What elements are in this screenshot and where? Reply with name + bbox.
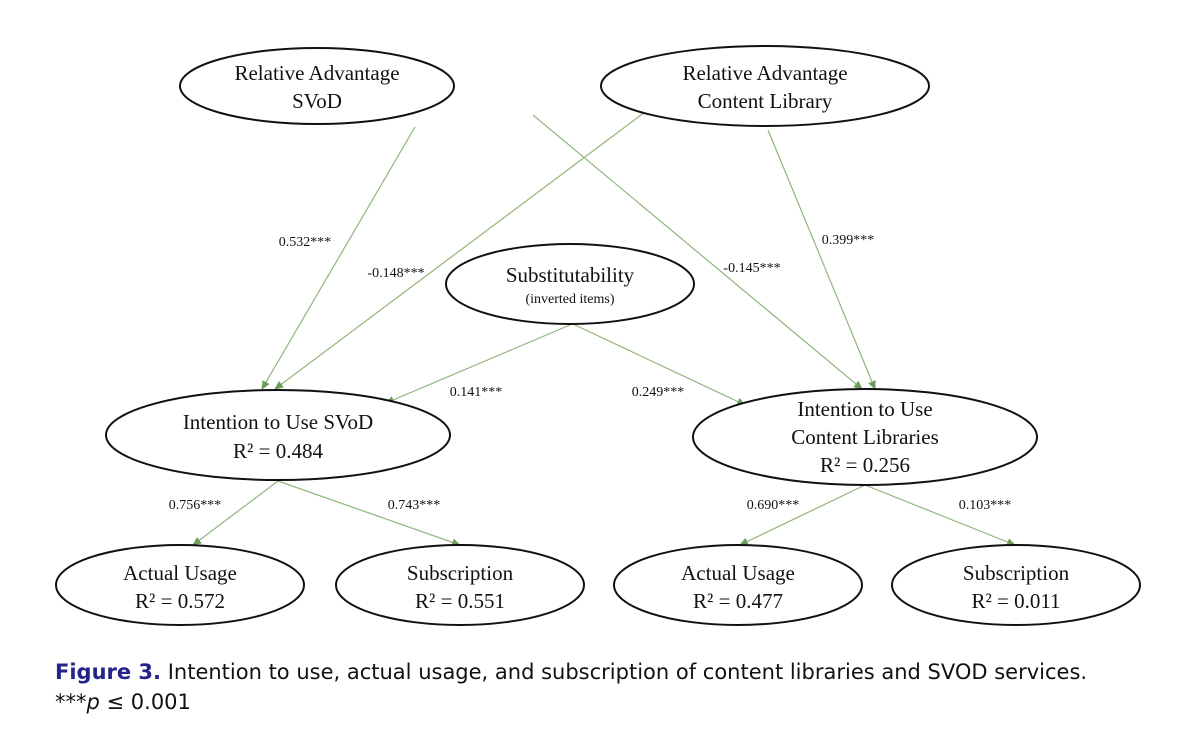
node-relative-advantage-content-library: Relative Advantage Content Library xyxy=(600,45,930,127)
svg-text:Actual Usage: Actual Usage xyxy=(123,561,237,585)
edge-intention-cl-to-usage xyxy=(739,484,866,546)
svg-text:Relative Advantage: Relative Advantage xyxy=(234,61,399,85)
significance-threshold: ≤ 0.001 xyxy=(99,690,191,714)
node-subscription-content-libraries: Subscription R² = 0.011 xyxy=(891,544,1141,626)
node-actual-usage-content-libraries: Actual Usage R² = 0.477 xyxy=(613,544,863,626)
edge-ra-svod-to-intention-cl xyxy=(532,114,863,390)
node-actual-usage-svod: Actual Usage R² = 0.572 xyxy=(55,544,305,626)
figure-caption: Figure 3. Intention to use, actual usage… xyxy=(55,657,1175,717)
figure-label: Figure 3. xyxy=(55,660,162,684)
svg-text:R² = 0.484: R² = 0.484 xyxy=(233,439,323,463)
svg-text:R² = 0.011: R² = 0.011 xyxy=(971,589,1060,613)
svg-text:(inverted items): (inverted items) xyxy=(525,292,614,307)
coef-label: 0.249*** xyxy=(632,385,685,400)
coef-label: 0.690*** xyxy=(747,498,800,513)
significance-stars: *** xyxy=(55,690,87,714)
svg-text:R² = 0.551: R² = 0.551 xyxy=(415,589,505,613)
coef-label: 0.756*** xyxy=(169,498,222,513)
svg-text:R² = 0.572: R² = 0.572 xyxy=(135,589,225,613)
coef-label: -0.148*** xyxy=(367,266,424,281)
coef-label: 0.399*** xyxy=(822,233,875,248)
svg-text:R² = 0.256: R² = 0.256 xyxy=(820,453,910,477)
coef-label: -0.145*** xyxy=(723,261,780,276)
caption-text: Intention to use, actual usage, and subs… xyxy=(161,660,1088,684)
svg-text:Subscription: Subscription xyxy=(407,561,514,585)
edge-intention-cl-to-subscription xyxy=(864,484,1016,546)
svg-text:Subscription: Subscription xyxy=(963,561,1070,585)
svg-text:Content Libraries: Content Libraries xyxy=(791,425,939,449)
node-intention-content-libraries: Intention to Use Content Libraries R² = … xyxy=(692,388,1038,486)
edge-ra-content-to-intention-svod xyxy=(274,111,646,390)
svg-text:Intention to Use: Intention to Use xyxy=(797,397,932,421)
node-substitutability: Substitutability (inverted items) xyxy=(445,243,695,325)
svg-text:SVoD: SVoD xyxy=(292,89,342,113)
node-intention-svod: Intention to Use SVoD R² = 0.484 xyxy=(105,389,451,481)
path-diagram: 0.532*** -0.148*** -0.145*** 0.399*** 0.… xyxy=(55,45,1141,626)
svg-text:R² = 0.477: R² = 0.477 xyxy=(693,589,783,613)
svg-text:Relative Advantage: Relative Advantage xyxy=(682,61,847,85)
svg-text:Substitutability: Substitutability xyxy=(506,263,635,287)
edge-subst-to-intention-svod xyxy=(385,324,571,404)
edge-intention-svod-to-subscription xyxy=(277,480,461,547)
coef-label: 0.532*** xyxy=(279,235,332,250)
svg-text:Content Library: Content Library xyxy=(698,89,833,113)
edge-ra-svod-to-intention-svod xyxy=(261,126,416,390)
svg-text:Intention to Use SVoD: Intention to Use SVoD xyxy=(183,410,373,434)
node-subscription-svod: Subscription R² = 0.551 xyxy=(335,544,585,626)
edge-subst-to-intention-cl xyxy=(574,324,746,406)
coef-label: 0.141*** xyxy=(450,385,503,400)
svg-text:Actual Usage: Actual Usage xyxy=(681,561,795,585)
coef-label: 0.743*** xyxy=(388,498,441,513)
coef-label: 0.103*** xyxy=(959,498,1012,513)
node-relative-advantage-svod: Relative Advantage SVoD xyxy=(179,47,455,125)
edge-ra-content-to-intention-cl xyxy=(767,129,876,390)
p-symbol: p xyxy=(86,690,100,714)
edge-intention-svod-to-usage xyxy=(192,480,279,546)
